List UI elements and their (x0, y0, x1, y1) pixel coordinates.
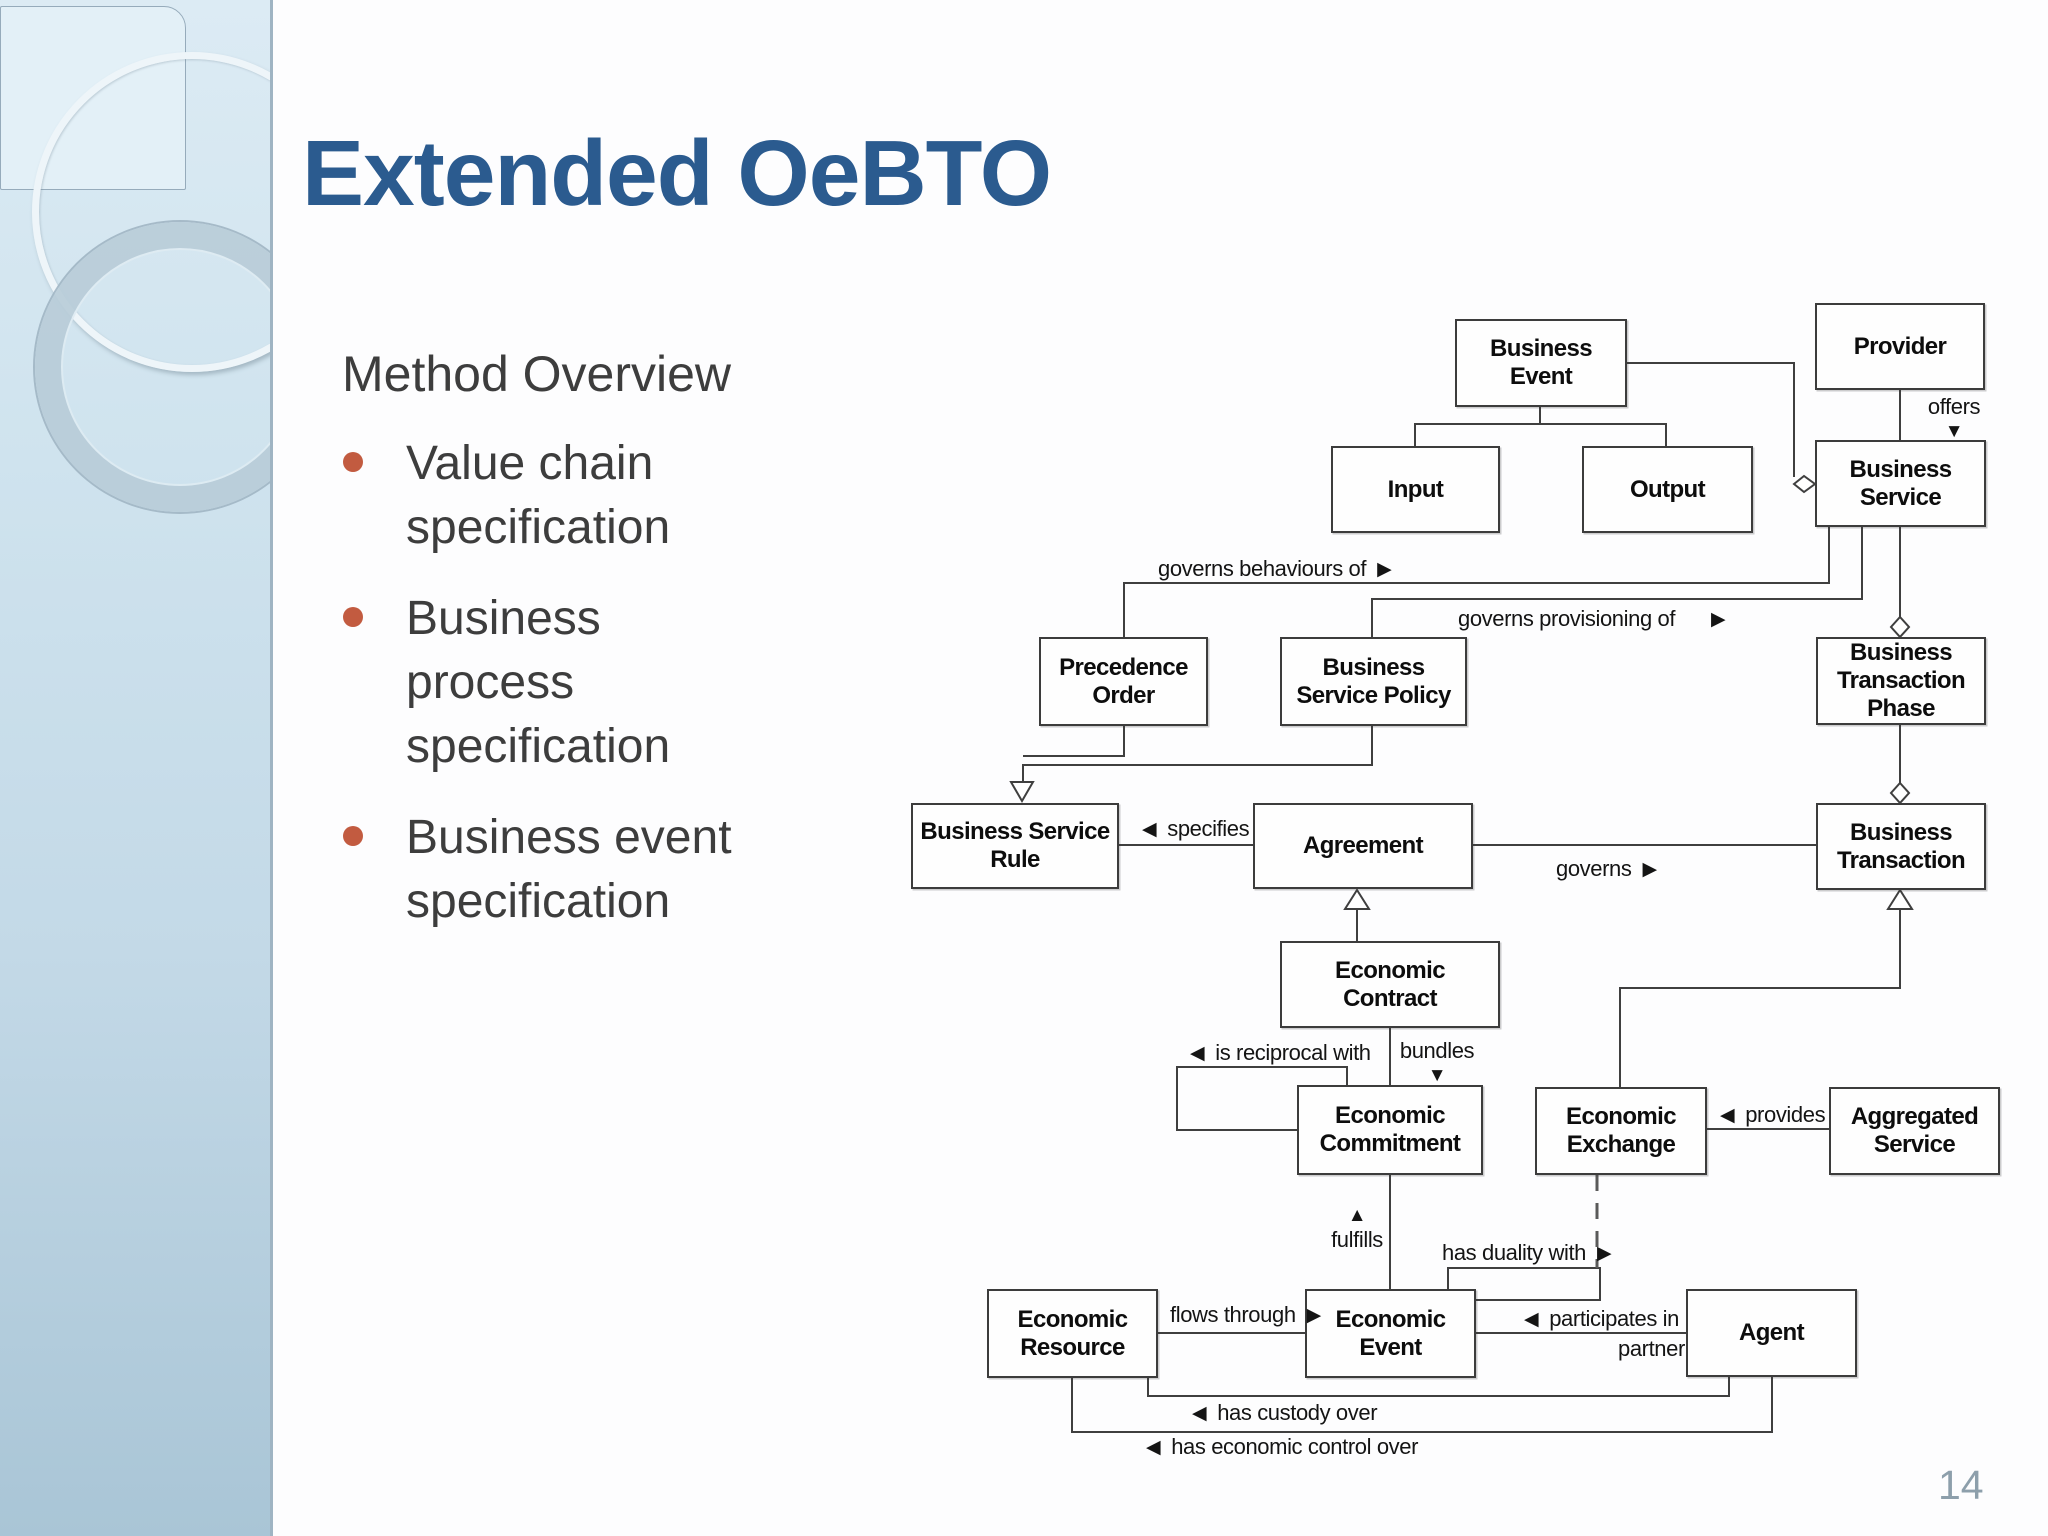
edge-label-is-reciprocal-with: ◀ is reciprocal with (1190, 1040, 1371, 1066)
diagram-box-output: Output (1582, 446, 1753, 533)
diagram-box-input: Input (1331, 446, 1500, 533)
aggregation-diamond-business-transaction (1889, 781, 1911, 805)
arrow-right-icon: ▶ (1711, 608, 1726, 630)
bullet-list: Value chain specification Business proce… (342, 432, 762, 961)
edge-label-has-duality-with: has duality with ▶ (1442, 1240, 1612, 1266)
method-overview-heading: Method Overview (342, 346, 732, 402)
edge-label-has-custody-over: ◀ has custody over (1192, 1400, 1378, 1426)
edge-label-text: specifies (1167, 816, 1250, 841)
connector-business-event-to-business-service (1627, 362, 1795, 477)
edge-label-text: bundles (1399, 1038, 1475, 1063)
aggregation-diamond-btp (1889, 615, 1911, 639)
connector-has-economic-control-over (1071, 1377, 1773, 1433)
inheritance-arrow-agreement (1343, 888, 1371, 910)
edge-label-provides: ◀ provides (1720, 1102, 1826, 1128)
edge-label-text: has economic control over (1171, 1434, 1419, 1459)
arrow-left-icon: ◀ (1720, 1104, 1735, 1126)
edge-label-governs-provisioning: governs provisioning of ▶ (1458, 606, 1726, 632)
edge-label-text: governs (1556, 856, 1632, 881)
diagram-box-agreement: Agreement (1253, 803, 1473, 889)
inheritance-arrow-business-service-rule (1009, 781, 1035, 803)
arrow-right-icon: ▶ (1377, 558, 1392, 580)
arrow-right-icon: ▶ (1597, 1242, 1612, 1264)
edge-label-text: flows through (1170, 1302, 1296, 1327)
connector-business-event-fork-input-output (1414, 407, 1667, 446)
connector-reciprocal-self-loop (1176, 1066, 1348, 1131)
diagram-box-business-service-rule: Business Service Rule (911, 803, 1119, 889)
bullet-item: Value chain specification (342, 432, 766, 560)
aggregation-diamond-business-service (1792, 474, 1817, 494)
edge-label-partner: partner (1618, 1336, 1685, 1362)
edge-label-text: governs behaviours of (1158, 556, 1367, 581)
arrow-left-icon: ◀ (1146, 1436, 1161, 1458)
diagram-box-business-transaction: Business Transaction (1816, 803, 1986, 890)
diagram-box-aggregated-service: Aggregated Service (1829, 1087, 2000, 1175)
edge-label-fulfills: ▲ fulfills (1320, 1206, 1394, 1253)
arrow-right-icon: ▶ (1306, 1304, 1322, 1326)
arrow-right-icon: ▶ (1642, 858, 1657, 880)
edge-label-text: governs provisioning of (1458, 606, 1676, 631)
diagram-box-economic-resource: Economic Resource (987, 1289, 1158, 1378)
diagram-box-business-event: Business Event (1455, 319, 1627, 407)
connector-governs-provisioning (1371, 527, 1863, 637)
page-number: 14 (1938, 1462, 1984, 1508)
page-title: Extended OeBTO (302, 121, 1052, 225)
arrow-down-icon: ▼ (1944, 421, 1964, 442)
connector-generalization-to-bsr (1022, 726, 1373, 783)
edge-label-specifies: ◀ specifies (1142, 816, 1250, 842)
connector-governs-behaviours (1123, 527, 1830, 637)
arrow-left-icon: ◀ (1142, 818, 1157, 840)
edge-label-text: offers (1927, 394, 1981, 419)
edge-label-text: partner (1618, 1336, 1685, 1361)
edge-label-text: has duality with (1442, 1240, 1587, 1265)
edge-label-text: has custody over (1217, 1400, 1378, 1425)
connector-has-custody-over (1147, 1377, 1730, 1397)
diagram-box-provider: Provider (1815, 303, 1985, 390)
arrow-up-icon: ▲ (1347, 1205, 1367, 1226)
bullet-item: Business process specification (342, 587, 766, 779)
arrow-left-icon: ◀ (1192, 1402, 1207, 1424)
diagram-box-agent: Agent (1686, 1289, 1857, 1377)
diagram-box-economic-contract: Economic Contract (1280, 941, 1500, 1028)
diagram-box-business-service: Business Service (1815, 440, 1986, 527)
diagram-box-economic-exchange: Economic Exchange (1535, 1087, 1707, 1175)
arrow-left-icon: ◀ (1524, 1308, 1539, 1330)
connector-exchange-to-business-transaction (1619, 909, 1901, 1087)
edge-label-governs: governs ▶ (1556, 856, 1657, 882)
edge-label-bundles: bundles ▼ (1398, 1038, 1476, 1085)
diagram-box-business-service-policy: Business Service Policy (1280, 637, 1467, 726)
diagram-box-business-transaction-phase: Business Transaction Phase (1816, 637, 1986, 725)
edge-label-text: participates in (1549, 1306, 1679, 1331)
edge-label-text: provides (1745, 1102, 1826, 1127)
edge-label-flows-through: flows through ▶ (1170, 1302, 1321, 1328)
sidebar-decoration (0, 0, 273, 1536)
arrow-down-icon: ▼ (1427, 1065, 1447, 1086)
connector-duality-self-loop (1447, 1267, 1601, 1301)
diagram-box-economic-commitment: Economic Commitment (1297, 1085, 1483, 1175)
edge-label-participates-in: ◀ participates in (1524, 1306, 1679, 1332)
arrow-left-icon: ◀ (1190, 1042, 1205, 1064)
edge-label-text: fulfills (1331, 1227, 1383, 1252)
edge-label-has-economic-control-over: ◀ has economic control over (1146, 1434, 1418, 1460)
edge-label-offers: offers ▼ (1916, 394, 1992, 441)
bullet-item: Business event specification (342, 806, 766, 934)
diagram-box-precedence-order: Precedence Order (1039, 637, 1208, 726)
diagram-box-economic-event: Economic Event (1305, 1289, 1476, 1378)
edge-label-text: is reciprocal with (1215, 1040, 1371, 1065)
edge-label-governs-behaviours: governs behaviours of ▶ (1158, 556, 1392, 582)
inheritance-arrow-business-transaction (1886, 888, 1914, 910)
